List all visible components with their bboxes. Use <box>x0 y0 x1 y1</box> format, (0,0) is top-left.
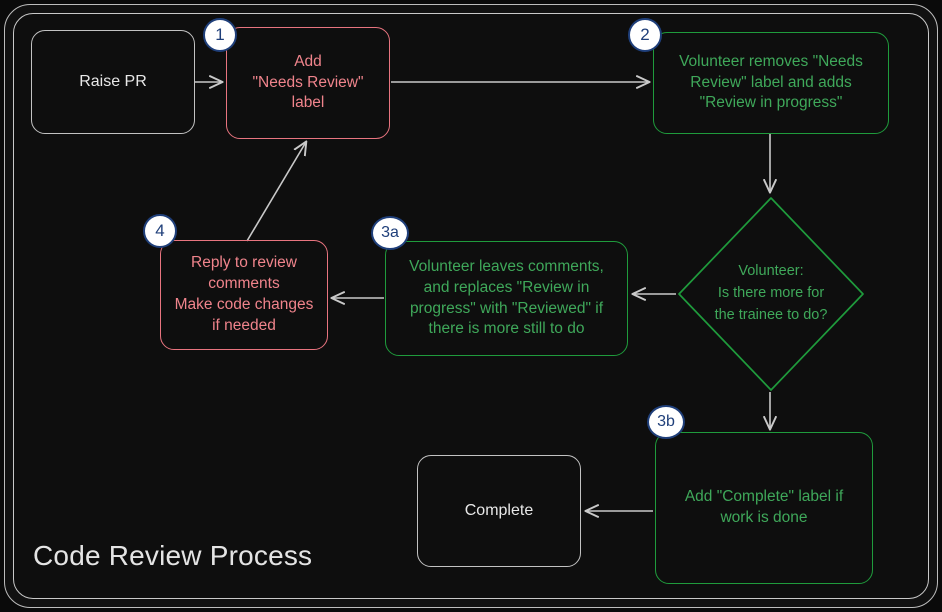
badge-step-4: 4 <box>143 214 177 248</box>
diagram-title: Code Review Process <box>33 540 313 571</box>
node-complete[interactable]: Complete <box>417 455 581 567</box>
node-raise-pr[interactable]: Raise PR <box>31 30 195 134</box>
badge-step-2: 2 <box>628 18 662 52</box>
badge-step-3b: 3b <box>647 405 685 439</box>
diamond-outline <box>678 197 864 391</box>
inner-frame <box>13 13 929 599</box>
badge-step-3a: 3a <box>371 216 409 250</box>
node-add-complete[interactable]: Add "Complete" label if work is done <box>655 432 873 584</box>
node-reply-comments[interactable]: Reply to review comments Make code chang… <box>160 240 328 350</box>
badge-step-1: 1 <box>203 18 237 52</box>
node-decision[interactable]: Volunteer: Is there more for the trainee… <box>676 195 866 393</box>
node-leave-comments[interactable]: Volunteer leaves comments, and replaces … <box>385 241 628 356</box>
node-decision-label: Volunteer: Is there more for the trainee… <box>714 263 828 323</box>
node-add-label[interactable]: Add "Needs Review" label <box>226 27 390 139</box>
node-volunteer-swap[interactable]: Volunteer removes "Needs Review" label a… <box>653 32 889 134</box>
